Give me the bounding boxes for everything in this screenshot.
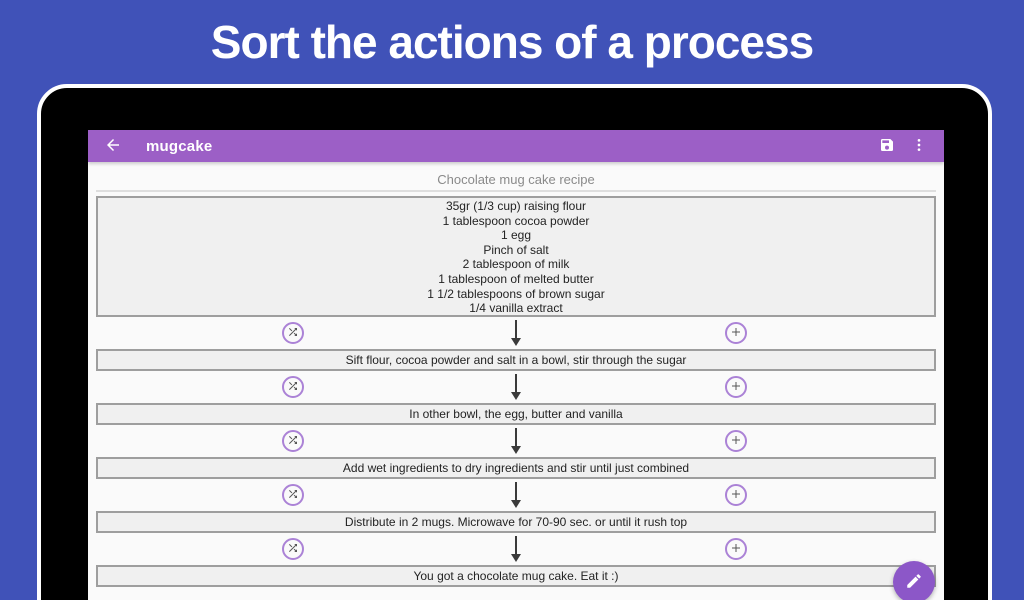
toolbar-title: mugcake — [146, 137, 213, 155]
ingredient-line: 2 tablespoon of milk — [462, 257, 570, 272]
plus-icon — [730, 434, 742, 449]
add-step-button[interactable] — [725, 484, 747, 506]
step-text: Add wet ingredients to dry ingredients a… — [342, 461, 690, 475]
save-button[interactable] — [874, 133, 900, 159]
ingredient-line: 35gr (1/3 cup) raising flour — [445, 199, 587, 213]
plus-icon — [730, 326, 742, 341]
arrow-down-icon — [510, 428, 522, 459]
add-step-button[interactable] — [725, 322, 747, 344]
overflow-menu-icon — [911, 137, 927, 156]
shuffle-button[interactable] — [282, 538, 304, 560]
process-list: Chocolate mug cake recipe 35gr (1/3 cup)… — [88, 172, 944, 587]
back-button[interactable] — [100, 133, 126, 159]
shuffle-icon — [287, 434, 299, 449]
plus-icon — [730, 542, 742, 557]
pencil-icon — [905, 572, 923, 593]
step-box[interactable]: Distribute in 2 mugs. Microwave for 70-9… — [96, 511, 936, 533]
shuffle-button[interactable] — [282, 322, 304, 344]
tablet-frame: mugcake Chocolate mug cake recipe 35gr (… — [37, 84, 992, 600]
connector-row — [96, 425, 936, 457]
recipe-title-field[interactable]: Chocolate mug cake recipe — [437, 172, 595, 187]
arrow-down-icon — [510, 320, 522, 351]
plus-icon — [730, 380, 742, 395]
shuffle-icon — [287, 488, 299, 503]
shuffle-button[interactable] — [282, 376, 304, 398]
add-step-button[interactable] — [725, 376, 747, 398]
step-text: Distribute in 2 mugs. Microwave for 70-9… — [344, 515, 688, 529]
add-step-button[interactable] — [725, 538, 747, 560]
shuffle-icon — [287, 326, 299, 341]
step-box-ingredients[interactable]: 35gr (1/3 cup) raising flour 1 tablespoo… — [96, 196, 936, 317]
app-screen: mugcake Chocolate mug cake recipe 35gr (… — [88, 130, 944, 600]
ingredient-line: 1 egg — [500, 228, 532, 243]
ingredient-line: 1 1/2 tablespoons of brown sugar — [427, 286, 605, 301]
add-step-button[interactable] — [725, 430, 747, 452]
step-text: You got a chocolate mug cake. Eat it :) — [413, 569, 619, 583]
ingredient-line: 1/4 vanilla extract — [469, 301, 563, 316]
save-icon — [879, 137, 895, 156]
arrow-down-icon — [510, 482, 522, 513]
page-title: Sort the actions of a process — [210, 16, 814, 68]
plus-icon — [730, 488, 742, 503]
ingredient-line: 1 tablespoon cocoa powder — [442, 213, 590, 228]
arrow-down-icon — [510, 536, 522, 567]
overflow-menu-button[interactable] — [906, 133, 932, 159]
step-box[interactable]: In other bowl, the egg, butter and vanil… — [96, 403, 936, 425]
arrow-down-icon — [510, 374, 522, 405]
shuffle-button[interactable] — [282, 430, 304, 452]
back-arrow-icon — [104, 136, 122, 157]
step-text: Sift flour, cocoa powder and salt in a b… — [345, 353, 687, 367]
step-box[interactable]: Add wet ingredients to dry ingredients a… — [96, 457, 936, 479]
connector-row — [96, 479, 936, 511]
edit-fab[interactable] — [893, 561, 935, 600]
connector-row — [96, 317, 936, 349]
step-text: In other bowl, the egg, butter and vanil… — [409, 407, 623, 421]
app-toolbar: mugcake — [88, 130, 944, 162]
title-underline — [96, 190, 936, 192]
shuffle-icon — [287, 380, 299, 395]
connector-row — [96, 371, 936, 403]
shuffle-button[interactable] — [282, 484, 304, 506]
step-box[interactable]: You got a chocolate mug cake. Eat it :) — [96, 565, 936, 587]
step-box[interactable]: Sift flour, cocoa powder and salt in a b… — [96, 349, 936, 371]
ingredient-line: 1 tablespoon of melted butter — [438, 271, 594, 286]
ingredient-line: Pinch of salt — [483, 242, 549, 257]
connector-row — [96, 533, 936, 565]
shuffle-icon — [287, 542, 299, 557]
promo-banner: Sort the actions of a process — [0, 0, 1024, 84]
